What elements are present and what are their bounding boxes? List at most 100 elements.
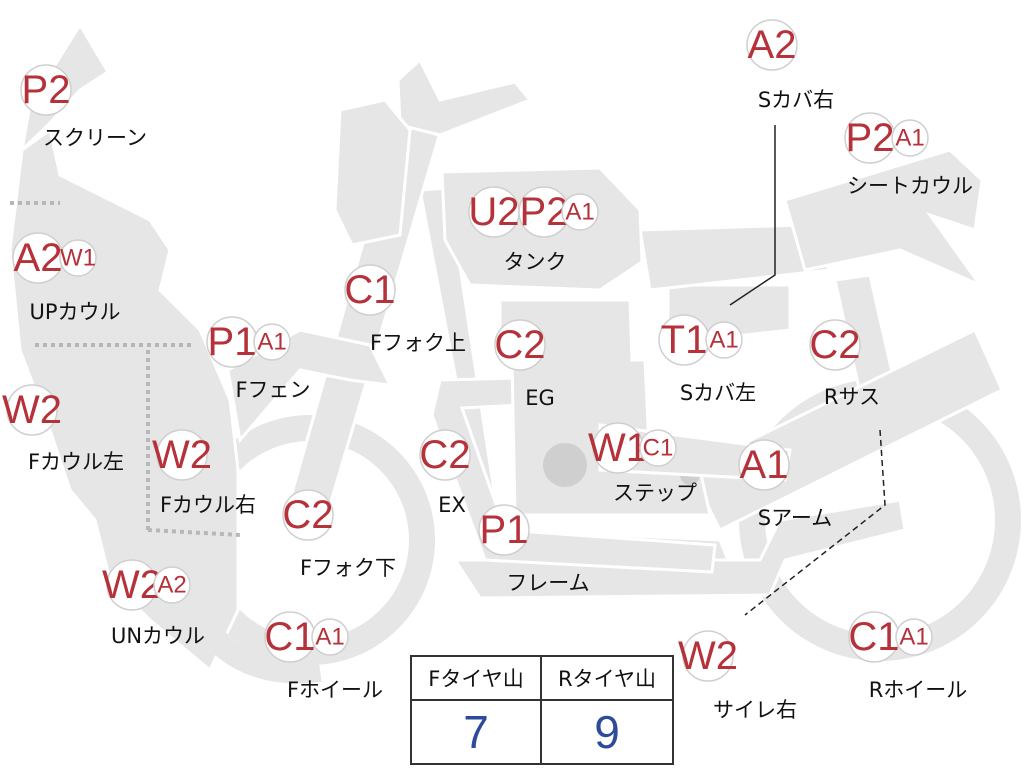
headlight-shape — [333, 98, 412, 247]
badge-circle — [6, 384, 58, 436]
damage-code-badge: P2 — [518, 186, 570, 238]
damage-code-badge: A1 — [738, 439, 790, 491]
badge-circle — [639, 429, 677, 467]
damage-code-badge: C2 — [282, 489, 334, 541]
engine-cover-shape — [543, 443, 587, 487]
rear-tyre-value: 9 — [594, 706, 620, 758]
part-label-seatcowl: シートカウル — [847, 174, 973, 198]
badge-circle — [705, 321, 743, 359]
damage-code: A1 — [709, 327, 738, 354]
damage-code: P2 — [846, 116, 895, 160]
part-label-fcowl-left: Fカウル左 — [28, 450, 124, 474]
damage-code: U2 — [468, 190, 519, 234]
badge-circle — [478, 504, 530, 556]
damage-code-badge: A2 — [746, 19, 798, 71]
damage-code-badge: W1 — [588, 422, 648, 474]
tyre-tread-table: Fタイヤ山 Rタイヤ山 7 9 — [410, 655, 674, 765]
damage-code-badge: A2 — [153, 566, 191, 604]
damage-code: C2 — [494, 323, 545, 367]
damage-code-badge: C2 — [494, 319, 546, 371]
part-label-engine: EG — [525, 386, 555, 410]
damage-code: C2 — [282, 493, 333, 537]
damage-code-badge: A1 — [891, 119, 929, 157]
badge-circle — [419, 429, 471, 481]
part-label-ffork-upper: Fフォク上 — [370, 331, 466, 355]
damage-code: A2 — [157, 572, 186, 599]
damage-code: C2 — [809, 323, 860, 367]
damage-code-badge: C1 — [848, 611, 900, 663]
damage-code-badge: U2 — [468, 186, 520, 238]
damage-code-badge: C2 — [809, 319, 861, 371]
badge-circle — [895, 618, 933, 656]
badge-circle — [282, 489, 334, 541]
part-label-scover-right: Sカバ右 — [758, 88, 834, 112]
damage-code: C2 — [419, 433, 470, 477]
badge-circle — [494, 319, 546, 371]
part-label-uncowl: UNカウル — [111, 624, 205, 648]
damage-code: C1 — [848, 615, 899, 659]
badge-circle — [253, 323, 291, 361]
damage-code-badge: W2 — [152, 429, 212, 481]
part-label-sarm: Sアーム — [758, 506, 832, 530]
damage-code-badge: A1 — [311, 618, 349, 656]
badge-circle — [59, 239, 97, 277]
damage-code: P2 — [22, 68, 71, 112]
part-label-step: ステップ — [613, 481, 697, 505]
seat-shape — [638, 223, 833, 292]
damage-code: W2 — [2, 388, 62, 432]
damage-code-badge: C2 — [419, 429, 471, 481]
damage-code: P1 — [208, 320, 257, 364]
damage-code: P1 — [480, 508, 529, 552]
rear-tyre-header: Rタイヤ山 — [542, 657, 672, 701]
damage-code: W1 — [60, 245, 96, 272]
damage-code-badge: A1 — [561, 193, 599, 231]
part-label-tank: タンク — [504, 250, 567, 274]
damage-code: C1 — [344, 268, 395, 312]
damage-code: W2 — [678, 634, 738, 678]
damage-code-badge: A2 — [12, 232, 64, 284]
badge-circle — [561, 193, 599, 231]
part-label-scover-left: Sカバ左 — [680, 381, 756, 405]
part-label-fwheel: Fホイール — [287, 678, 383, 702]
damage-code: A1 — [257, 329, 286, 356]
damage-code-badge: P1 — [206, 316, 258, 368]
badge-circle — [311, 618, 349, 656]
part-label-rwheel: Rホイール — [869, 678, 968, 702]
damage-code-badge: P2 — [844, 112, 896, 164]
damage-code-badge: A1 — [895, 618, 933, 656]
damage-code: P2 — [520, 190, 569, 234]
leader-lines — [729, 125, 886, 616]
badge-circle — [682, 630, 734, 682]
handlebar-shape — [396, 57, 533, 137]
damage-code: A1 — [895, 125, 924, 152]
damage-code-badge: W2 — [102, 559, 162, 611]
part-label-fcowl-right: Fカウル右 — [160, 493, 256, 517]
badge-circle — [891, 119, 929, 157]
damage-code-badge: P1 — [478, 504, 530, 556]
damage-code-badge: P2 — [20, 64, 72, 116]
damage-code: C1 — [264, 615, 315, 659]
part-label-upcowl: UPカウル — [29, 300, 120, 324]
damage-code-badge: W1 — [59, 239, 97, 277]
damage-code: A1 — [565, 199, 594, 226]
damage-code: T1 — [661, 318, 708, 362]
damage-code: A1 — [899, 624, 928, 651]
damage-code: A1 — [315, 624, 344, 651]
damage-code-badge: A1 — [253, 323, 291, 361]
under-cowl-curve-shape — [190, 613, 322, 684]
part-label-screen: スクリーン — [43, 126, 147, 150]
damage-code-badge: W2 — [2, 384, 62, 436]
leader-muffler-right — [744, 429, 886, 616]
damage-code: W1 — [588, 426, 648, 470]
badge-circle — [156, 429, 208, 481]
part-label-exhaust: EX — [438, 493, 466, 517]
front-tyre-value: 7 — [412, 701, 542, 763]
damage-code-badge: W2 — [678, 630, 738, 682]
damage-code: A1 — [740, 443, 789, 487]
damage-code-badge: A1 — [705, 321, 743, 359]
damage-code: W2 — [152, 433, 212, 477]
badge-circle — [153, 566, 191, 604]
